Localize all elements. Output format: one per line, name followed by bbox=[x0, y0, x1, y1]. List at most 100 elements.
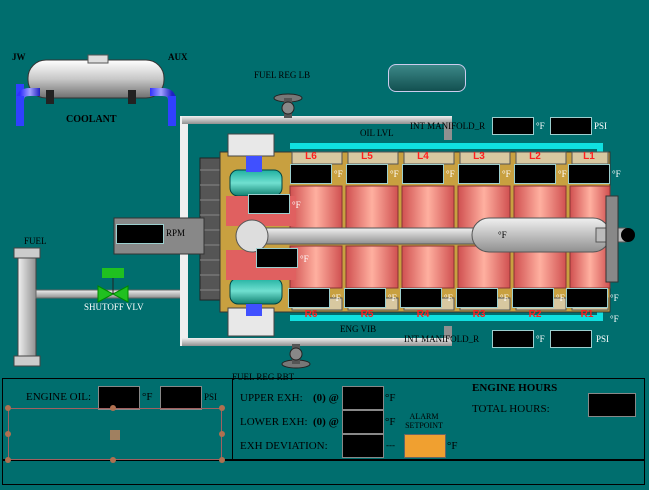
status-panel bbox=[2, 378, 645, 461]
total-hours-label: TOTAL HOURS: bbox=[472, 403, 550, 415]
lower-exh-unit: °F bbox=[385, 416, 396, 428]
cyl-temp-r4 bbox=[400, 288, 442, 308]
cyl-label-l6: L6 bbox=[305, 151, 317, 162]
cyl-label-r6: R6 bbox=[304, 309, 318, 320]
eng-vib-label: ENG VIB bbox=[340, 324, 377, 334]
exh-deviation-value bbox=[342, 434, 384, 458]
selection-handle[interactable] bbox=[219, 457, 225, 463]
jw-label: JW bbox=[12, 52, 26, 62]
exh-deviation-label: EXH DEVIATION: bbox=[240, 440, 328, 452]
unit-f: °F bbox=[558, 169, 567, 179]
int-manifold-l-temp bbox=[492, 117, 534, 135]
rpm-readout bbox=[116, 224, 164, 244]
unit-f: °F bbox=[612, 169, 621, 179]
engine-schematic bbox=[13, 54, 635, 369]
cyl-label-r5: R5 bbox=[360, 309, 374, 320]
alarm-setpoint-label: ALARM SETPOINT bbox=[405, 412, 443, 430]
right-exhaust-temp bbox=[256, 248, 298, 268]
total-hours-value bbox=[588, 393, 636, 417]
cyl-temp-l1 bbox=[568, 164, 610, 184]
unit-psi: PSI bbox=[594, 121, 608, 131]
cyl-label-l2: L2 bbox=[529, 151, 541, 162]
upper-exh-temp bbox=[342, 386, 384, 410]
cyl-temp-l4 bbox=[402, 164, 444, 184]
cyl-temp-r5 bbox=[344, 288, 386, 308]
cyl-label-r3: R3 bbox=[472, 309, 486, 320]
cyl-temp-l2 bbox=[514, 164, 556, 184]
int-manifold-l-label: INT MANIFOLD_R bbox=[410, 121, 486, 131]
exhaust-collector-unit: °F bbox=[498, 230, 507, 240]
cyl-temp-l5 bbox=[346, 164, 388, 184]
fuel-reg-lb[interactable] bbox=[273, 93, 303, 118]
cyl-label-l1: L1 bbox=[583, 151, 595, 162]
upper-exh-label: UPPER EXH: bbox=[240, 392, 303, 404]
lower-exh-label: LOWER EXH: bbox=[240, 416, 308, 428]
engine-oil-unit-f: °F bbox=[142, 391, 153, 403]
coolant-tank bbox=[16, 54, 176, 126]
unit-f: °F bbox=[610, 293, 619, 303]
selection-handle-center[interactable] bbox=[110, 430, 120, 440]
unit-f: °F bbox=[332, 293, 341, 303]
unit-psi: PSI bbox=[596, 334, 610, 344]
aux-label: AUX bbox=[168, 52, 188, 62]
cyl-temp-l6 bbox=[290, 164, 332, 184]
exh-deviation-dashes: --- bbox=[386, 440, 395, 450]
rpm-label: RPM bbox=[166, 228, 186, 238]
shutoff-valve[interactable] bbox=[97, 268, 129, 303]
engine-oil-unit-psi: PSI bbox=[204, 392, 218, 402]
cyl-temp-r6 bbox=[288, 288, 330, 308]
upper-exh-unit: °F bbox=[385, 392, 396, 404]
cyl-temp-r2 bbox=[512, 288, 554, 308]
upper-exh-value: (0) @ bbox=[313, 392, 339, 404]
int-manifold-l-psi bbox=[550, 117, 592, 135]
selection-handle[interactable] bbox=[5, 405, 11, 411]
status-bar bbox=[2, 459, 645, 485]
unit-f: °F bbox=[300, 254, 309, 264]
unit-f: °F bbox=[610, 314, 619, 324]
int-manifold-r-psi bbox=[550, 330, 592, 348]
oil-lvl-label: OIL LVL bbox=[360, 128, 394, 138]
unit-f: °F bbox=[446, 169, 455, 179]
unit-f: °F bbox=[502, 169, 511, 179]
selection-handle[interactable] bbox=[5, 431, 11, 437]
selection-handle[interactable] bbox=[219, 405, 225, 411]
unit-f: °F bbox=[556, 293, 565, 303]
unit-f: °F bbox=[500, 293, 509, 303]
cyl-temp-r1 bbox=[566, 288, 608, 308]
cyl-label-r1: R1 bbox=[580, 309, 594, 320]
int-manifold-r-temp bbox=[492, 330, 534, 348]
fuel-reg-rb-label: FUEL REG RBT bbox=[232, 372, 295, 382]
left-exhaust-temp bbox=[248, 194, 290, 214]
unit-f: °F bbox=[536, 121, 545, 131]
unit-f: °F bbox=[388, 293, 397, 303]
selection-handle[interactable] bbox=[5, 457, 11, 463]
alarm-setpoint-input[interactable] bbox=[404, 434, 446, 458]
coolant-label: COOLANT bbox=[66, 114, 117, 125]
engine-oil-label: ENGINE OIL: bbox=[26, 391, 92, 403]
cyl-label-l4: L4 bbox=[417, 151, 429, 162]
unit-f: °F bbox=[334, 169, 343, 179]
unit-f: °F bbox=[444, 293, 453, 303]
status-indicator[interactable] bbox=[388, 64, 466, 92]
engine-oil-psi bbox=[160, 386, 202, 410]
shutoff-label: SHUTOFF VLV bbox=[84, 302, 144, 312]
selection-handle[interactable] bbox=[110, 457, 116, 463]
cyl-temp-r3 bbox=[456, 288, 498, 308]
selection-handle[interactable] bbox=[110, 405, 116, 411]
fuel-reg-lb-label: FUEL REG LB bbox=[254, 70, 311, 80]
engine-oil-temp bbox=[98, 386, 140, 410]
panel-divider bbox=[232, 378, 233, 460]
selection-handle[interactable] bbox=[219, 431, 225, 437]
fuel-reg-rb[interactable] bbox=[281, 344, 311, 369]
fuel-label: FUEL bbox=[24, 236, 47, 246]
cyl-label-l3: L3 bbox=[473, 151, 485, 162]
alarm-setpoint-unit: °F bbox=[447, 440, 458, 452]
cyl-label-r2: R2 bbox=[528, 309, 542, 320]
unit-f: °F bbox=[292, 200, 301, 210]
int-manifold-r-label: INT MANIFOLD_R bbox=[404, 334, 480, 344]
engine-hours-title: ENGINE HOURS bbox=[472, 382, 558, 394]
cyl-temp-l3 bbox=[458, 164, 500, 184]
unit-f: °F bbox=[390, 169, 399, 179]
unit-f: °F bbox=[536, 334, 545, 344]
cyl-label-r4: R4 bbox=[416, 309, 430, 320]
